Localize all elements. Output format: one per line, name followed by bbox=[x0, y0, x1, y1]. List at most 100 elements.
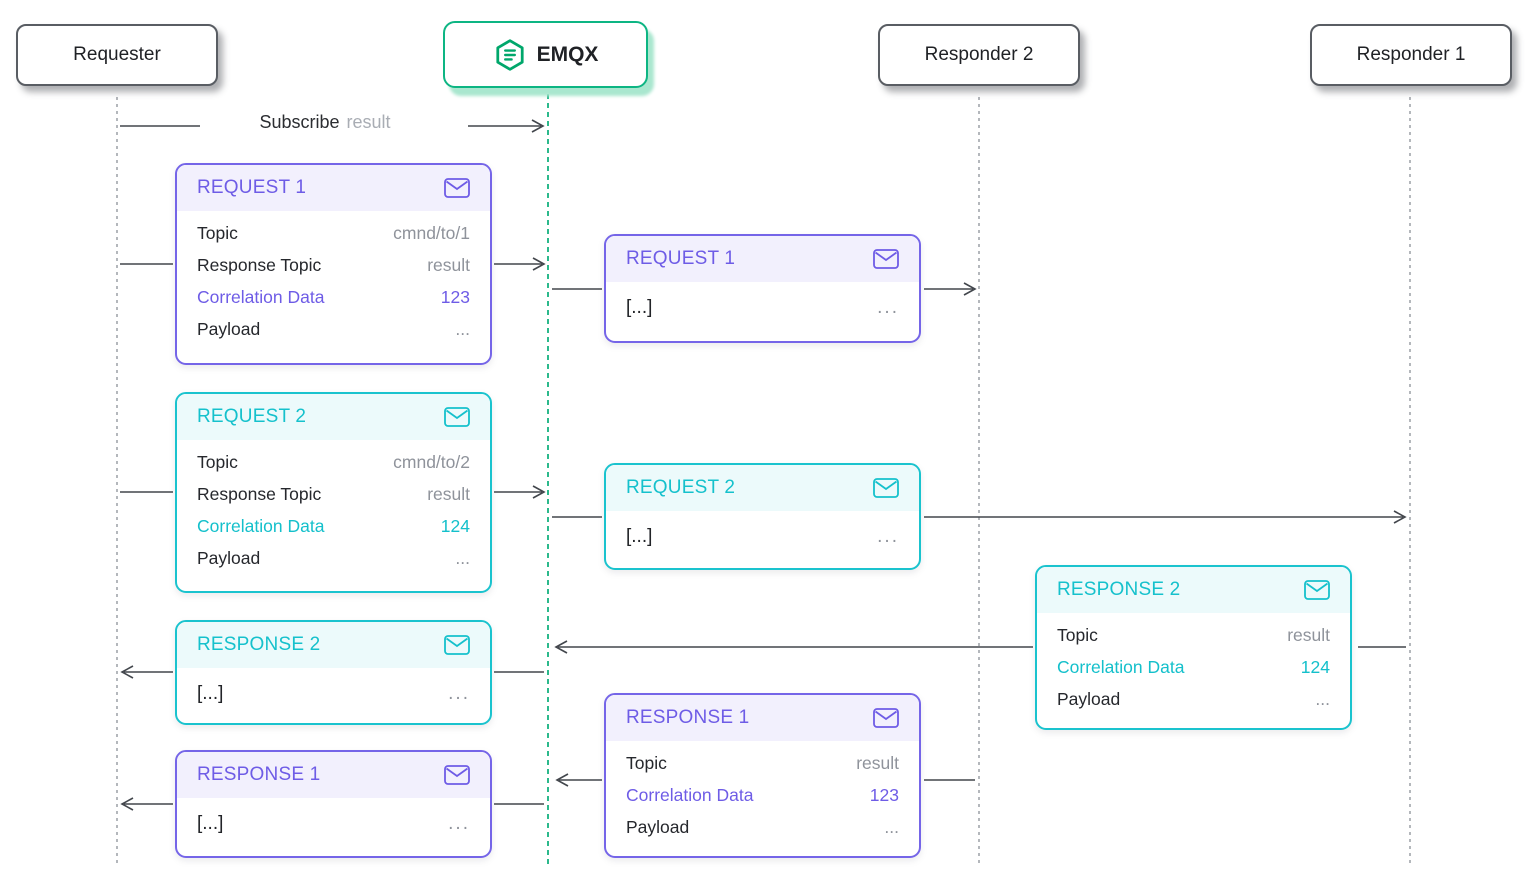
field-label: Correlation Data bbox=[1057, 657, 1185, 677]
card-header: RESPONSE 2 bbox=[177, 622, 490, 668]
card-body: Topic result Correlation Data 124 Payload.… bbox=[1037, 613, 1350, 728]
actor-label-responder1: Responder 1 bbox=[1356, 44, 1466, 65]
field-label: Correlation Data bbox=[197, 287, 325, 307]
field-label: Correlation Data bbox=[197, 516, 325, 536]
card-title: RESPONSE 2 bbox=[197, 634, 321, 655]
card-header: REQUEST 2 bbox=[606, 465, 919, 511]
field-value: ... bbox=[455, 319, 470, 339]
envelope-icon bbox=[444, 765, 470, 785]
card-title: RESPONSE 1 bbox=[626, 707, 750, 728]
card-header: REQUEST 1 bbox=[177, 165, 490, 211]
field-value: 124 bbox=[1300, 657, 1330, 677]
card-header: RESPONSE 1 bbox=[177, 752, 490, 798]
card-title: RESPONSE 1 bbox=[197, 764, 321, 785]
arrowhead-left-icon bbox=[554, 640, 568, 654]
emqx-logo-icon bbox=[495, 38, 524, 71]
field-label: Topic bbox=[1057, 625, 1098, 645]
card-header: RESPONSE 1 bbox=[606, 695, 919, 741]
field-label: Correlation Data bbox=[626, 785, 754, 805]
card-body: [...] ... bbox=[606, 511, 919, 565]
field-value: result bbox=[427, 484, 470, 504]
card-title: REQUEST 1 bbox=[197, 177, 307, 198]
field-row: Topic result bbox=[626, 753, 899, 785]
field-value: 124 bbox=[440, 516, 470, 536]
envelope-icon bbox=[873, 708, 899, 728]
envelope-icon bbox=[444, 635, 470, 655]
ellipsis: ... bbox=[448, 683, 470, 704]
card-body: [...] ... bbox=[177, 668, 490, 722]
field-value: 123 bbox=[440, 287, 470, 307]
card-response1-full: RESPONSE 1 Topic result Correlation Data 1… bbox=[604, 693, 921, 858]
field-label: Payload bbox=[197, 548, 261, 568]
card-header: REQUEST 1 bbox=[606, 236, 919, 282]
field-row: Topic cmnd/to/2 bbox=[197, 452, 470, 484]
card-body: [...] ... bbox=[606, 282, 919, 336]
envelope-icon bbox=[873, 249, 899, 269]
card-request1-mini: REQUEST 1 [...] ... bbox=[604, 234, 921, 343]
envelope-icon bbox=[444, 407, 470, 427]
field-row-correlation: Correlation Data 124 bbox=[1057, 657, 1330, 689]
actor-box-responder1: Responder 1 bbox=[1310, 24, 1512, 86]
actor-label-emqx: EMQX bbox=[536, 42, 599, 66]
actor-label-responder2: Responder 2 bbox=[924, 44, 1034, 65]
actor-box-requester: Requester bbox=[16, 24, 218, 86]
subscribe-topic: result bbox=[346, 112, 391, 132]
field-label: Topic bbox=[197, 452, 238, 472]
envelope-icon bbox=[1304, 580, 1330, 600]
field-label: Payload bbox=[626, 817, 690, 837]
field-value: ... bbox=[455, 548, 470, 568]
card-body: [...] ... bbox=[177, 798, 490, 852]
collapsed-fields: [...] bbox=[197, 813, 224, 834]
card-title: REQUEST 1 bbox=[626, 248, 736, 269]
subscribe-label: Subscribe result bbox=[225, 112, 425, 133]
field-row-correlation: Correlation Data 124 bbox=[197, 516, 470, 548]
field-value: cmnd/to/1 bbox=[393, 223, 470, 243]
card-response1-mini: RESPONSE 1 [...] ... bbox=[175, 750, 492, 858]
field-row: Payload... bbox=[1057, 689, 1330, 721]
card-response2-full: RESPONSE 2 Topic result Correlation Data 1… bbox=[1035, 565, 1352, 730]
envelope-icon bbox=[873, 478, 899, 498]
field-row: Payload... bbox=[197, 548, 470, 580]
field-value: cmnd/to/2 bbox=[393, 452, 470, 472]
field-row-correlation: Correlation Data 123 bbox=[197, 287, 470, 319]
collapsed-fields: [...] bbox=[197, 683, 224, 704]
card-request2-mini: REQUEST 2 [...] ... bbox=[604, 463, 921, 570]
card-header: RESPONSE 2 bbox=[1037, 567, 1350, 613]
field-value: ... bbox=[1315, 689, 1330, 709]
field-value: result bbox=[856, 753, 899, 773]
arrowhead-right-icon bbox=[531, 119, 545, 133]
field-label: Payload bbox=[1057, 689, 1121, 709]
card-response2-mini: RESPONSE 2 [...] ... bbox=[175, 620, 492, 725]
actor-box-emqx: EMQX bbox=[443, 21, 648, 88]
field-row: Topic result bbox=[1057, 625, 1330, 657]
card-title: REQUEST 2 bbox=[197, 406, 307, 427]
field-value: result bbox=[427, 255, 470, 275]
field-value: ... bbox=[884, 817, 899, 837]
field-label: Topic bbox=[626, 753, 667, 773]
actor-label-requester: Requester bbox=[73, 44, 161, 65]
envelope-icon bbox=[444, 178, 470, 198]
ellipsis: ... bbox=[877, 526, 899, 547]
card-title: REQUEST 2 bbox=[626, 477, 736, 498]
field-value: result bbox=[1287, 625, 1330, 645]
field-row-correlation: Correlation Data 123 bbox=[626, 785, 899, 817]
field-value: 123 bbox=[869, 785, 899, 805]
field-row: Payload... bbox=[626, 817, 899, 849]
field-label: Payload bbox=[197, 319, 261, 339]
message-arrows bbox=[120, 119, 1407, 811]
card-body: Topic result Correlation Data 123 Payload.… bbox=[606, 741, 919, 856]
collapsed-fields: [...] bbox=[626, 297, 653, 318]
card-title: RESPONSE 2 bbox=[1057, 579, 1181, 600]
ellipsis: ... bbox=[448, 813, 470, 834]
subscribe-action: Subscribe bbox=[259, 112, 340, 132]
ellipsis: ... bbox=[877, 297, 899, 318]
field-label: Response Topic bbox=[197, 255, 322, 275]
